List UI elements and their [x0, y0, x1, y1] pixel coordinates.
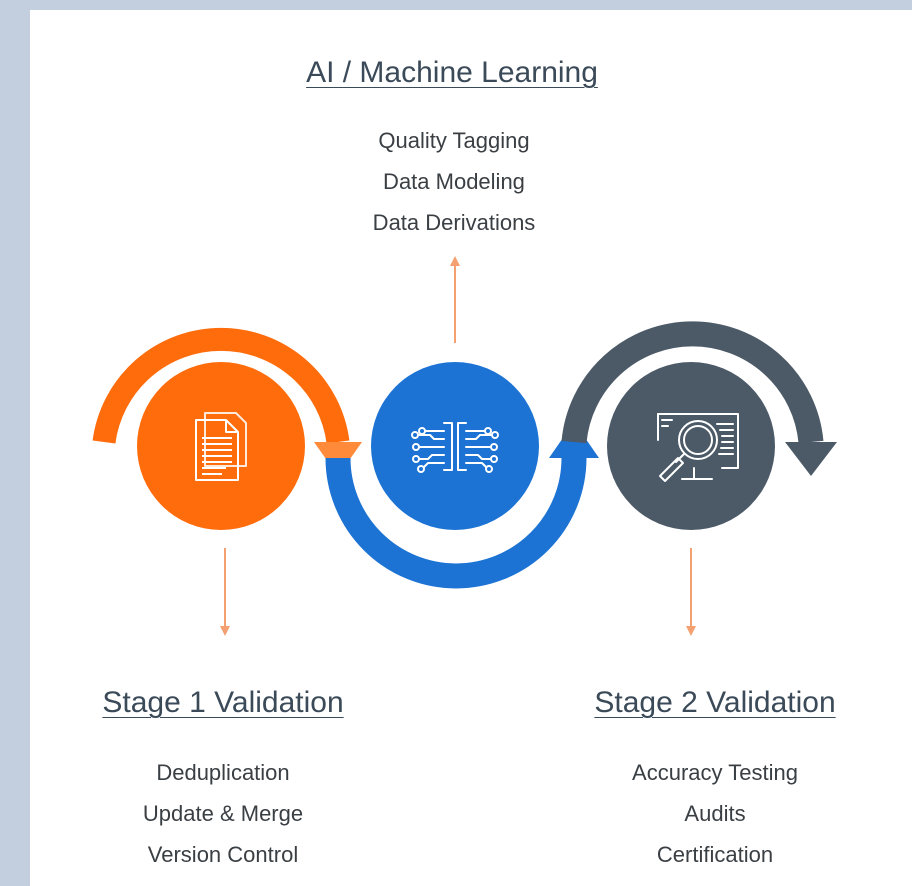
- ai-section-title: AI / Machine Learning: [306, 56, 598, 89]
- stage2-title: Stage 2 Validation: [594, 686, 836, 719]
- stage2-down-arrow: [686, 548, 696, 636]
- diagram-frame: AI / Machine Learning Quality Tagging Da…: [30, 10, 912, 886]
- list-item: Certification: [656, 842, 774, 867]
- stage1-circle: [137, 362, 305, 530]
- stage1-list: Deduplication Update & Merge Version Con…: [143, 752, 303, 875]
- list-item: Accuracy Testing: [632, 760, 798, 785]
- list-item: Deduplication: [156, 760, 290, 785]
- documents-icon: [195, 412, 247, 481]
- list-item: Audits: [684, 801, 746, 826]
- stage2-list: Accuracy Testing Audits Certification: [632, 752, 798, 875]
- magnifier-monitor-icon: [657, 413, 739, 482]
- connector-arrows: [220, 256, 696, 636]
- list-item: Data Derivations: [372, 210, 536, 235]
- list-item: Version Control: [147, 842, 299, 867]
- circuit-chip-icon: [411, 422, 499, 473]
- list-item: Quality Tagging: [378, 128, 530, 153]
- ai-circle: [371, 362, 539, 530]
- slate-cycle-arrow: [561, 321, 837, 476]
- ai-up-arrow: [450, 256, 460, 343]
- workflow-diagram: [92, 256, 837, 636]
- list-item: Update & Merge: [142, 801, 304, 826]
- list-item: Data Modeling: [383, 169, 525, 194]
- stage2-circle: [607, 362, 775, 530]
- stage1-title: Stage 1 Validation: [102, 686, 344, 719]
- stage1-down-arrow: [220, 548, 230, 636]
- ai-section-list: Quality Tagging Data Modeling Data Deriv…: [373, 120, 536, 243]
